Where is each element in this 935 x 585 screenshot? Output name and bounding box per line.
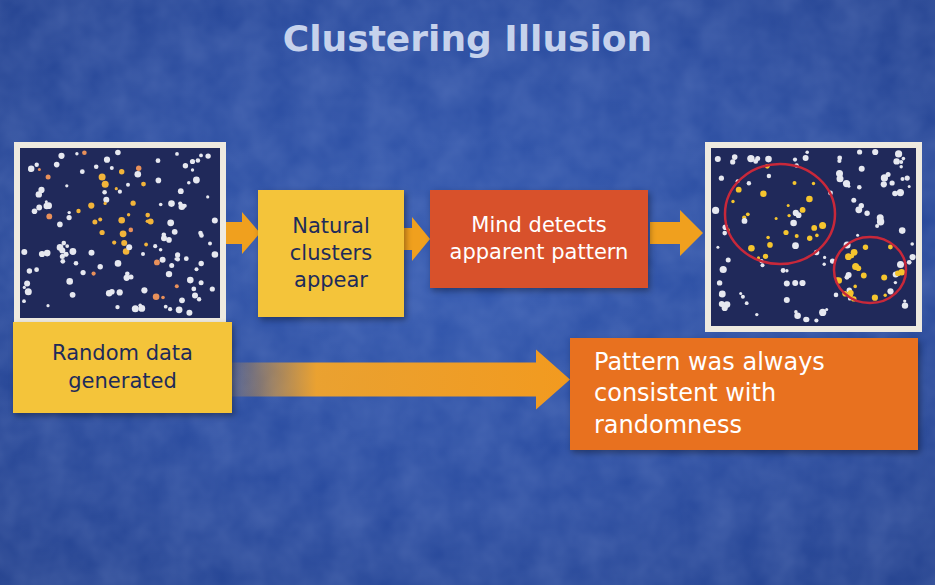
box-label: Mind detects apparent pattern — [440, 212, 638, 267]
process-box: Mind detects apparent pattern — [430, 190, 648, 288]
process-box: Natural clusters appear — [258, 190, 404, 317]
conclusion-box: Pattern was always consistent with rando… — [570, 338, 918, 450]
cluster-circle — [725, 164, 835, 264]
cluster-circle — [834, 237, 906, 303]
flow-arrow — [404, 217, 430, 261]
box-label: Pattern was always consistent with rando… — [594, 347, 894, 441]
source-box: Random data generated — [13, 322, 232, 413]
title: Clustering Illusion — [0, 18, 935, 59]
box-label: Natural clusters appear — [268, 213, 394, 295]
clustered-dots — [712, 149, 916, 323]
flow-arrow — [232, 350, 570, 410]
flow-arrow — [650, 210, 703, 256]
random-dots — [21, 150, 218, 316]
box-label: Random data generated — [23, 340, 222, 395]
clustered-dots-panel — [708, 145, 919, 329]
flow-arrow — [226, 212, 260, 254]
random-dots-panel — [17, 145, 223, 321]
